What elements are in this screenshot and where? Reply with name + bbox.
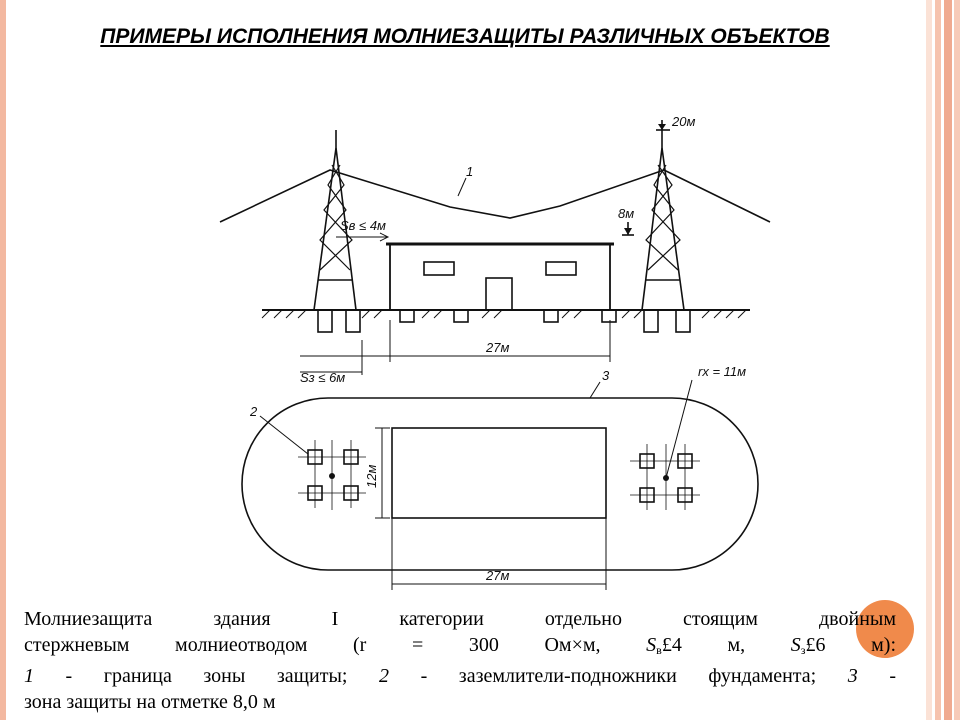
label-rx: rx = 11м [698, 364, 746, 379]
label-zone-3: 3 [602, 368, 610, 383]
plan-building [391, 427, 607, 519]
slide-left-border [0, 0, 6, 720]
label-27m-top: 27м [485, 340, 509, 355]
decorative-side-stripes [926, 0, 960, 720]
plan-protection-zone [241, 397, 759, 571]
left-grounding-electrodes [298, 440, 366, 510]
caption-line-3: 1 - граница зоны защиты; 2 - заземлители… [24, 665, 896, 687]
protection-zone-boundary [219, 169, 771, 223]
right-lightning-mast [641, 130, 685, 311]
label-zone-1: 1 [466, 164, 473, 179]
foundations [317, 309, 691, 333]
figure-caption: Молниезащита здания I категории отдельно… [24, 606, 896, 715]
label-electrodes-2: 2 [249, 404, 258, 419]
left-lightning-mast [313, 130, 357, 311]
label-12m: 12м [364, 465, 379, 488]
label-20m: 20м [671, 114, 695, 129]
label-sv: Sв ≤ 4м [340, 218, 386, 233]
lightning-protection-diagram: 20м 8м 1 Sв ≤ 4м 27м Sз ≤ 6м 3 rx = 11м … [219, 114, 771, 590]
caption-line-1: Молниезащита здания I категории отдельно… [24, 608, 896, 630]
building [386, 242, 614, 311]
caption-line-4: зона защиты на отметке 8,0 м [24, 691, 276, 713]
label-8m: 8м [618, 206, 634, 221]
caption-line-2: стержневым молниеотводом (r = 300 Ом×м, … [24, 634, 897, 657]
page-title: ПРИМЕРЫ ИСПОЛНЕНИЯ МОЛНИЕЗАЩИТЫ РАЗЛИЧНЫ… [100, 25, 830, 48]
decorative-orange-circle [856, 600, 914, 658]
label-27m-bottom: 27м [485, 568, 509, 583]
ground-hatching [261, 309, 747, 319]
label-sz: Sз ≤ 6м [300, 370, 345, 385]
